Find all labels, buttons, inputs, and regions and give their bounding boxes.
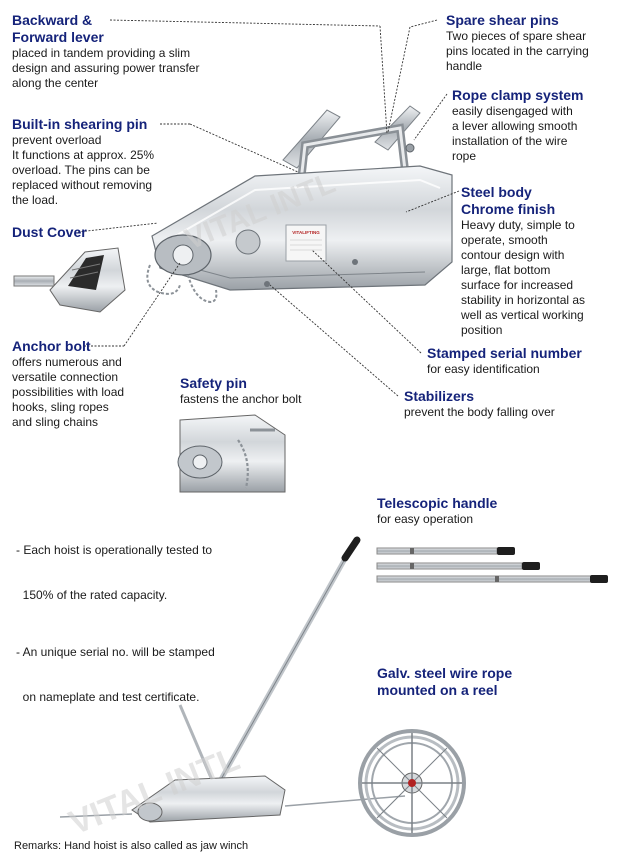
clamp-desc-line: installation of the wire [452, 134, 568, 148]
steel-title-line2: Chrome finish [461, 201, 556, 217]
steel-desc-line: contour design with [461, 248, 565, 262]
lever-title-line1: Backward & [12, 12, 93, 28]
tele-title: Telescopic handle [377, 495, 498, 511]
lever-desc-line: along the center [12, 76, 99, 90]
shearing-desc-line: prevent overload [12, 133, 102, 147]
note-line: - An unique serial no. will be stamped [16, 645, 215, 659]
spare-desc-line: Two pieces of spare shear [446, 29, 587, 43]
clamp-desc-line: easily disengaged with [452, 104, 573, 118]
callout-anchor-bolt: Anchor bolt offers numerous and versatil… [12, 338, 124, 430]
dust-cover-image [13, 247, 126, 313]
safety-pin-image [177, 414, 286, 493]
clamp-title: Rope clamp system [452, 87, 584, 103]
clamp-desc-line: rope [452, 149, 477, 163]
shearing-desc-line: overload. The pins can be [12, 163, 150, 177]
steel-desc-line: large, flat bottom [461, 263, 551, 277]
shearing-desc-line: replaced without removing [12, 178, 153, 192]
anchor-desc-line: offers numerous and [12, 355, 122, 369]
shearing-title: Built-in shearing pin [12, 116, 148, 132]
callout-spare-shear-pins: Spare shear pins Two pieces of spare she… [446, 12, 589, 74]
tele-desc-line: for easy operation [377, 512, 474, 526]
callout-shearing-pin: Built-in shearing pin prevent overload I… [12, 116, 154, 208]
steel-desc-line: stability in horizontal as [461, 293, 586, 307]
steel-desc-line: operate, smooth [461, 233, 548, 247]
stab-title: Stabilizers [404, 388, 475, 404]
hoist-main-image: VITALIFTING [146, 105, 453, 304]
callout-serial-number: Stamped serial number for easy identific… [427, 345, 582, 377]
steel-desc-line: well as vertical working [461, 308, 584, 322]
steel-desc-line: Heavy duty, simple to [461, 218, 575, 232]
rope-title-line2: mounted on a reel [377, 682, 498, 698]
telescopic-handle-image [376, 547, 608, 583]
note-line: on nameplate and test certificate. [16, 690, 200, 704]
shearing-desc-line: the load. [12, 193, 59, 207]
spare-desc-line: pins located in the carrying [446, 44, 589, 58]
lever-title-line2: Forward lever [12, 29, 104, 45]
dust-title: Dust Cover [12, 224, 87, 240]
note-line: 150% of the rated capacity. [16, 588, 168, 602]
remarks: Remarks: Hand hoist is also called as ja… [14, 840, 249, 852]
serial-title: Stamped serial number [427, 345, 582, 361]
spare-title: Spare shear pins [446, 12, 559, 28]
stab-desc-line: prevent the body falling over [404, 405, 555, 419]
anchor-title: Anchor bolt [12, 338, 91, 354]
notes-block: - Each hoist is operationally tested to … [16, 513, 215, 720]
nameplate-brand: VITALIFTING [292, 230, 320, 235]
shearing-desc-line: It functions at approx. 25% [12, 148, 155, 162]
spare-desc-line: handle [446, 59, 483, 73]
rope-title-line1: Galv. steel wire rope [377, 665, 513, 681]
callout-lever: Backward & Forward lever placed in tande… [12, 12, 199, 91]
wire-rope-reel-image [358, 729, 466, 837]
callout-rope-clamp: Rope clamp system easily disengaged with… [452, 87, 584, 164]
steel-desc-line: surface for increased [461, 278, 574, 292]
callout-steel-body: Steel body Chrome finish Heavy duty, sim… [461, 184, 585, 338]
steel-title-line1: Steel body [461, 184, 532, 200]
steel-desc-line: position [461, 323, 503, 337]
callout-dust-cover: Dust Cover [12, 224, 87, 241]
hoist-with-handle-image [59, 536, 406, 823]
clamp-desc-line: a lever allowing smooth [452, 119, 578, 133]
anchor-desc-line: and sling chains [12, 415, 99, 429]
lever-desc-line: design and assuring power transfer [12, 61, 200, 75]
callout-safety-pin: Safety pin fastens the anchor bolt [180, 375, 301, 407]
serial-desc-line: for easy identification [427, 362, 540, 376]
anchor-desc-line: possibilities with load [12, 385, 125, 399]
safety-desc-line: fastens the anchor bolt [180, 392, 302, 406]
leader-lines [77, 19, 460, 397]
anchor-desc-line: hooks, sling ropes [12, 400, 109, 414]
note-line: - Each hoist is operationally tested to [16, 543, 213, 557]
safety-title: Safety pin [180, 375, 247, 391]
callout-wire-rope: Galv. steel wire rope mounted on a reel [377, 665, 512, 699]
anchor-desc-line: versatile connection [12, 370, 119, 384]
callout-telescopic-handle: Telescopic handle for easy operation [377, 495, 497, 527]
callout-stabilizers: Stabilizers prevent the body falling ove… [404, 388, 555, 420]
lever-desc-line: placed in tandem providing a slim [12, 46, 191, 60]
